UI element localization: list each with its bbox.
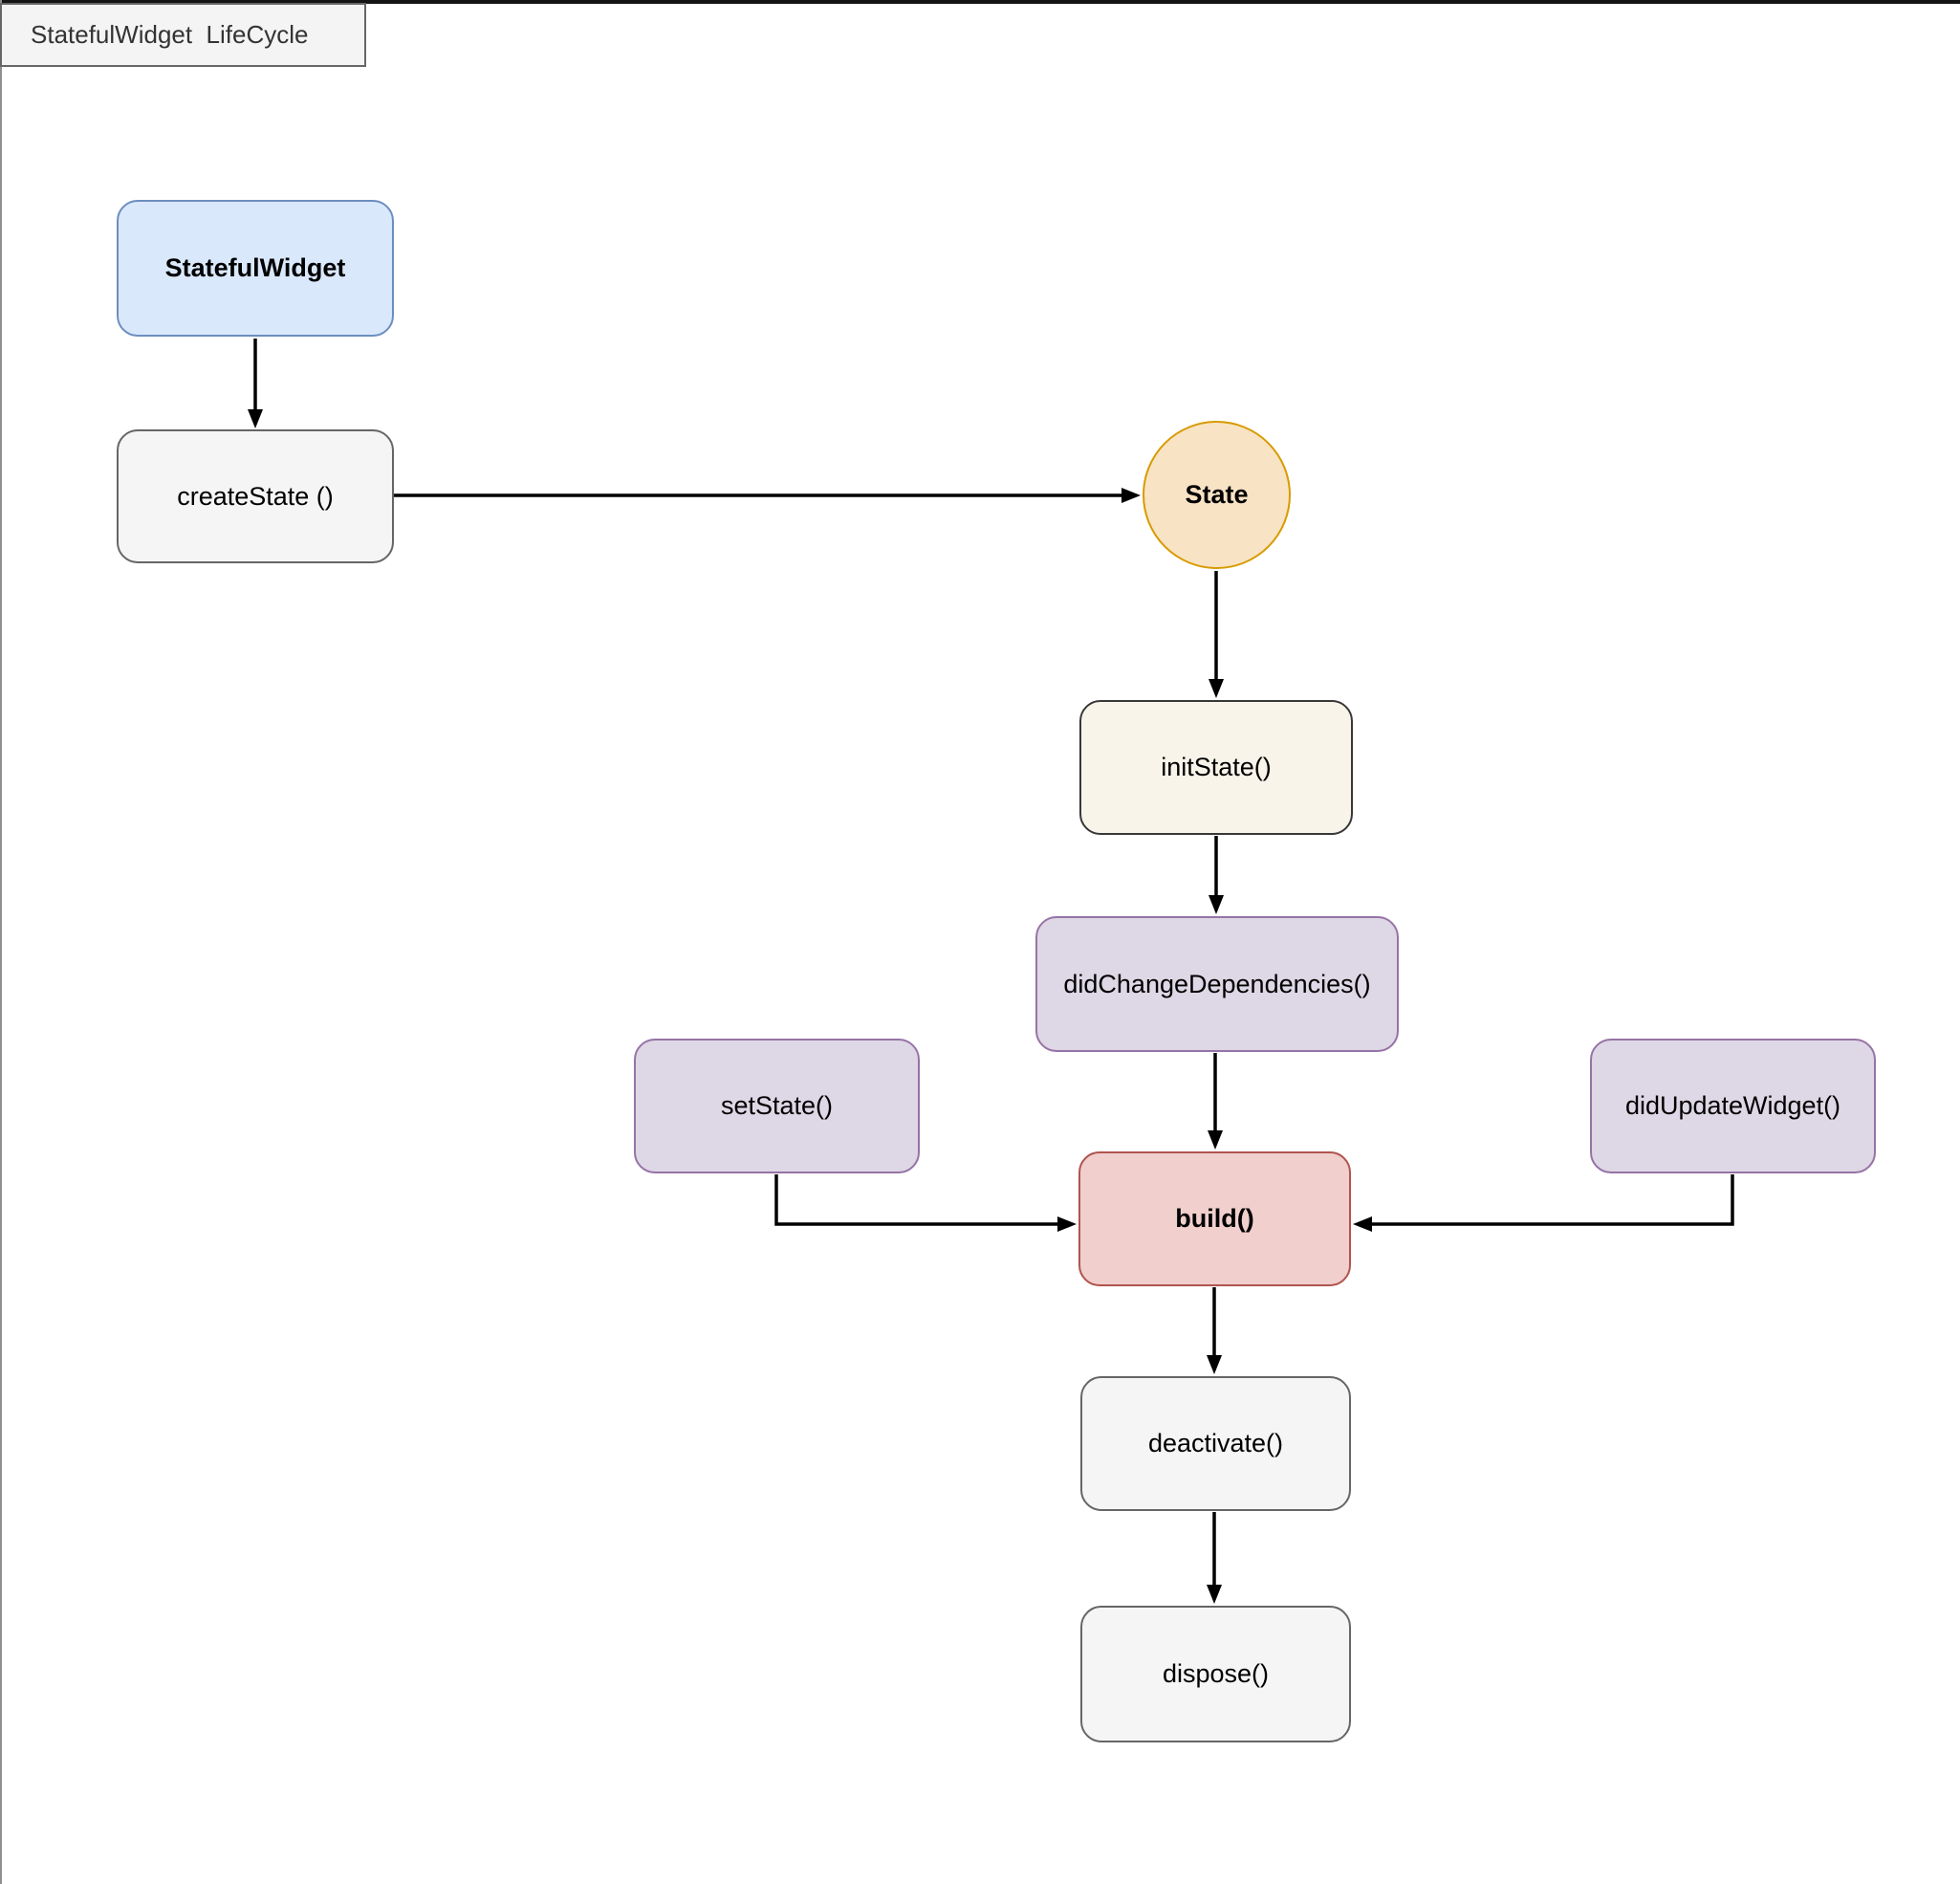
node-didchangedependencies-label: didChangeDependencies() xyxy=(1063,969,1371,998)
node-build: build() xyxy=(1078,1151,1351,1286)
page-left-border xyxy=(0,0,2,1884)
node-dispose-label: dispose() xyxy=(1162,1659,1270,1688)
edge-didupdatewidget-build xyxy=(1353,1174,1734,1232)
node-statefulwidget: StatefulWidget xyxy=(117,200,394,337)
node-statefulwidget-label: StatefulWidget xyxy=(164,253,346,282)
node-createstate-label: createState () xyxy=(177,481,334,511)
node-didchangedependencies: didChangeDependencies() xyxy=(1035,916,1399,1052)
node-state-label: State xyxy=(1185,480,1249,509)
node-setstate-label: setState() xyxy=(720,1091,834,1120)
diagram-title: StatefulWidget LifeCycle xyxy=(31,20,309,49)
node-initstate-label: initState() xyxy=(1161,753,1272,781)
node-deactivate-label: deactivate() xyxy=(1147,1429,1284,1457)
node-didupdatewidget: didUpdateWidget() xyxy=(1590,1039,1876,1173)
node-setstate: setState() xyxy=(634,1039,920,1173)
node-dispose: dispose() xyxy=(1080,1606,1351,1742)
edge-setstate-build xyxy=(774,1174,1077,1232)
node-deactivate: deactivate() xyxy=(1080,1376,1351,1511)
node-build-label: build() xyxy=(1175,1204,1254,1233)
node-didupdatewidget-label: didUpdateWidget() xyxy=(1624,1091,1841,1120)
node-state: State xyxy=(1143,421,1291,569)
node-createstate: createState () xyxy=(117,429,394,563)
diagram-title-tab: StatefulWidget LifeCycle xyxy=(0,3,366,67)
node-initstate: initState() xyxy=(1079,700,1353,835)
page-top-border xyxy=(0,0,1960,4)
